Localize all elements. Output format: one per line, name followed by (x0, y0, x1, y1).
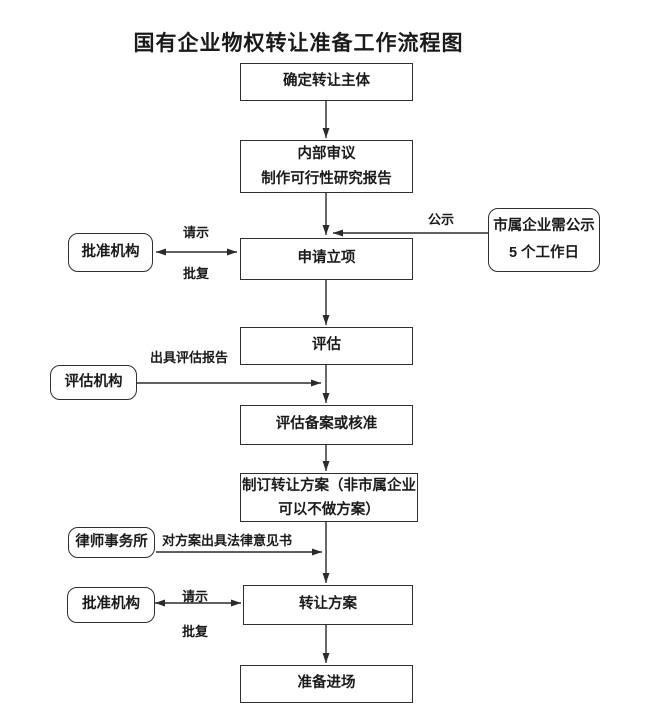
node-prepare-entry: 准备进场 (240, 665, 413, 703)
node-municipal-notice: 市属企业需公示 5 个工作日 (488, 208, 600, 272)
node-internal-review: 内部审议 制作可行性研究报告 (240, 140, 413, 193)
node-label-line1: 市属企业需公示 (493, 218, 595, 234)
node-evaluation-org: 评估机构 (50, 365, 137, 400)
node-evaluation: 评估 (240, 327, 413, 365)
node-label-line1: 内部审议 (297, 145, 356, 162)
node-label: 评估 (312, 337, 341, 354)
page-title: 国有企业物权转让准备工作流程图 (133, 32, 464, 55)
edge-label-public-notice: 公示 (428, 212, 455, 227)
node-label-line2: 可以不做方案） (278, 501, 380, 518)
node-label: 转让方案 (299, 596, 357, 613)
edge-label-reply-bottom: 批复 (182, 624, 209, 639)
node-transfer-plan: 转让方案 (243, 585, 413, 625)
node-approval-org-bottom: 批准机构 (67, 587, 155, 623)
node-evaluation-record: 评估备案或核准 (240, 405, 413, 445)
node-label-line2: 5 个工作日 (508, 245, 580, 261)
node-label: 批准机构 (81, 243, 140, 260)
node-label: 批准机构 (82, 596, 140, 613)
edge-label-issue-eval-report: 出具评估报告 (150, 350, 229, 365)
edge-label-reply-top: 批复 (183, 266, 210, 281)
node-draft-plan: 制订转让方案（非市属企业 可以不做方案） (240, 473, 418, 522)
node-approval-org-top: 批准机构 (68, 233, 153, 272)
node-label-line1: 制订转让方案（非市属企业 (242, 477, 416, 494)
node-determine-subject: 确定转让主体 (240, 63, 413, 101)
node-label: 申请立项 (297, 250, 356, 267)
edge-label-request-top: 请示 (183, 225, 210, 240)
edge-label-legal-opinion: 对方案出具法律意见书 (162, 533, 293, 548)
edge-label-request-bottom: 请示 (182, 589, 209, 604)
node-law-firm: 律师事务所 (68, 527, 155, 558)
node-apply-project: 申请立项 (240, 238, 413, 280)
node-label: 律师事务所 (75, 533, 148, 550)
node-label: 确定转让主体 (283, 73, 370, 90)
node-label-line2: 制作可行性研究报告 (261, 170, 392, 187)
node-label: 评估机构 (64, 373, 123, 390)
node-label: 准备进场 (297, 675, 356, 692)
node-label: 评估备案或核准 (275, 416, 378, 433)
